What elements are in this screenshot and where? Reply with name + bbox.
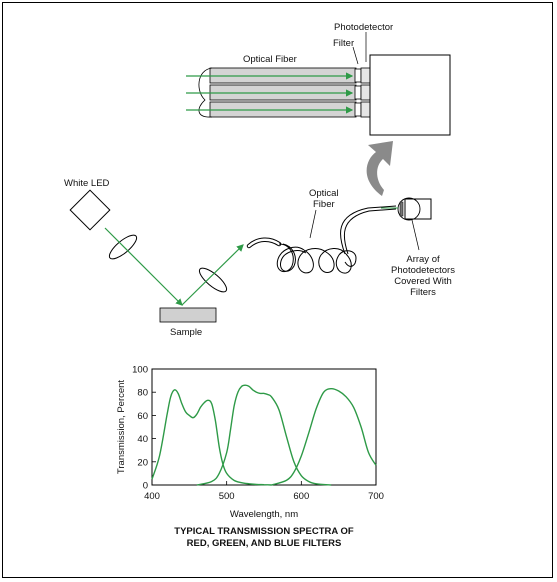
filter-label: Filter — [333, 38, 354, 49]
filter-elements — [354, 68, 362, 117]
optical-fiber-mid-label-1: Optical — [309, 188, 339, 199]
array-label-4: Filters — [410, 287, 436, 298]
plot-area — [151, 368, 377, 486]
x-tick-label: 500 — [219, 491, 235, 502]
curved-arrow-icon — [366, 141, 393, 196]
chart-caption-line-1: TYPICAL TRANSMISSION SPECTRA OF — [174, 526, 354, 537]
white-led-icon — [69, 189, 111, 231]
y-axis-title: Transmission, Percent — [116, 380, 127, 475]
led-beam — [104, 227, 183, 306]
detector-housing — [369, 54, 451, 136]
y-tick-label: 0 — [143, 481, 148, 492]
x-axis-title: Wavelength, nm — [230, 509, 298, 520]
array-label-2: Photodetectors — [391, 265, 455, 276]
y-tick-label: 20 — [137, 457, 148, 468]
chart-caption-line-2: RED, GREEN, AND BLUE FILTERS — [187, 538, 342, 549]
photodetector-label: Photodetector — [334, 22, 393, 33]
fiber-light-rays — [186, 72, 354, 114]
filter-curve-1 — [151, 389, 272, 486]
x-tick-label: 600 — [293, 491, 309, 502]
photodetector-elements — [360, 67, 371, 118]
sample-block — [159, 307, 217, 323]
y-tick-label: 80 — [137, 388, 148, 399]
sample-label: Sample — [170, 327, 202, 338]
x-tick-label: 400 — [144, 491, 160, 502]
white-led-label: White LED — [64, 178, 110, 189]
figure-frame — [2, 2, 553, 578]
y-tick-label: 100 — [132, 365, 148, 376]
filter-leader — [352, 46, 359, 65]
x-tick-label: 700 — [368, 491, 384, 502]
optical-fiber-mid-label-2: Fiber — [313, 199, 335, 210]
optical-fiber-leader — [309, 209, 317, 239]
filter-curve-3 — [271, 387, 377, 486]
optical-fiber-top-label: Optical Fiber — [243, 54, 297, 65]
lens-2-icon — [198, 267, 228, 293]
array-label-3: Covered With — [394, 276, 452, 287]
array-label-1: Array of — [406, 254, 440, 265]
detector-array-box — [404, 198, 432, 220]
array-leader — [411, 219, 420, 251]
fiber-coil — [276, 205, 397, 274]
y-tick-label: 60 — [137, 411, 148, 422]
detector-array-element — [399, 201, 404, 217]
reflected-beam — [181, 244, 244, 306]
detector-array-highlight — [397, 197, 421, 221]
y-tick-label: 40 — [137, 434, 148, 445]
